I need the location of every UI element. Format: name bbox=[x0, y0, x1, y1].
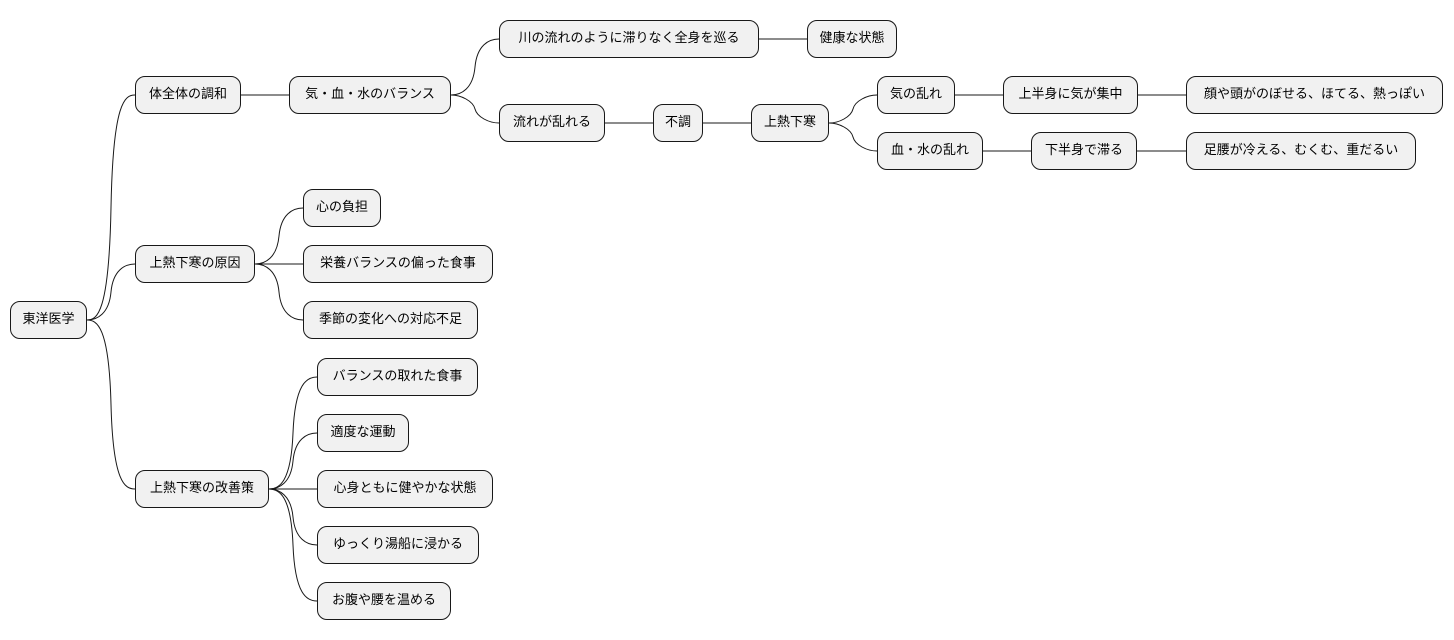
connector-remedies-to-remedy-diet bbox=[268, 376, 318, 490]
node-root: 東洋医学 bbox=[10, 301, 87, 339]
node-flow-smooth: 川の流れのように滞りなく全身を巡る bbox=[499, 20, 759, 58]
node-causes: 上熱下寒の原因 bbox=[135, 245, 255, 283]
node-healthy: 健康な状態 bbox=[807, 20, 897, 58]
connector-remedies-to-remedy-exercise bbox=[268, 432, 318, 490]
connector-remedies-to-remedy-bath bbox=[268, 488, 318, 546]
connector-root-to-remedies bbox=[86, 319, 136, 490]
node-lower-symptoms: 足腰が冷える、むくむ、重だるい bbox=[1186, 132, 1416, 170]
node-harmony: 体全体の調和 bbox=[135, 76, 241, 114]
connector-root-to-causes bbox=[86, 263, 136, 321]
node-cause-season: 季節の変化への対応不足 bbox=[303, 301, 478, 339]
node-upper-concentration: 上半身に気が集中 bbox=[1003, 76, 1138, 114]
node-remedy-warm: お腹や腰を温める bbox=[317, 582, 451, 620]
node-cause-diet: 栄養バランスの偏った食事 bbox=[303, 245, 493, 283]
connector-jounetsu-kakan-to-blood-water-disorder bbox=[828, 122, 878, 152]
node-remedy-exercise: 適度な運動 bbox=[317, 414, 409, 452]
connector-causes-to-cause-mind bbox=[254, 207, 304, 265]
node-discomfort: 不調 bbox=[653, 104, 703, 142]
connector-causes-to-cause-season bbox=[254, 263, 304, 321]
node-balance: 気・血・水のバランス bbox=[289, 76, 451, 114]
node-blood-water-disorder: 血・水の乱れ bbox=[877, 132, 983, 170]
connector-remedies-to-remedy-warm bbox=[268, 488, 318, 602]
node-remedy-mind-body: 心身ともに健やかな状態 bbox=[317, 470, 493, 508]
node-remedy-diet: バランスの取れた食事 bbox=[317, 358, 478, 396]
node-jounetsu-kakan: 上熱下寒 bbox=[751, 104, 829, 142]
connector-root-to-harmony bbox=[86, 94, 136, 321]
node-remedies: 上熱下寒の改善策 bbox=[135, 470, 269, 508]
node-flow-disturbed: 流れが乱れる bbox=[499, 104, 605, 142]
node-remedy-bath: ゆっくり湯船に浸かる bbox=[317, 526, 479, 564]
node-lower-stagnation: 下半身で滞る bbox=[1031, 132, 1137, 170]
connector-jounetsu-kakan-to-ki-disorder bbox=[828, 94, 878, 124]
connector-balance-to-flow-smooth bbox=[450, 38, 500, 96]
node-ki-disorder: 気の乱れ bbox=[877, 76, 955, 114]
connector-balance-to-flow-disturbed bbox=[450, 94, 500, 124]
node-cause-mind: 心の負担 bbox=[303, 189, 381, 227]
node-upper-symptoms: 顔や頭がのぼせる、ほてる、熱っぽい bbox=[1186, 76, 1443, 114]
